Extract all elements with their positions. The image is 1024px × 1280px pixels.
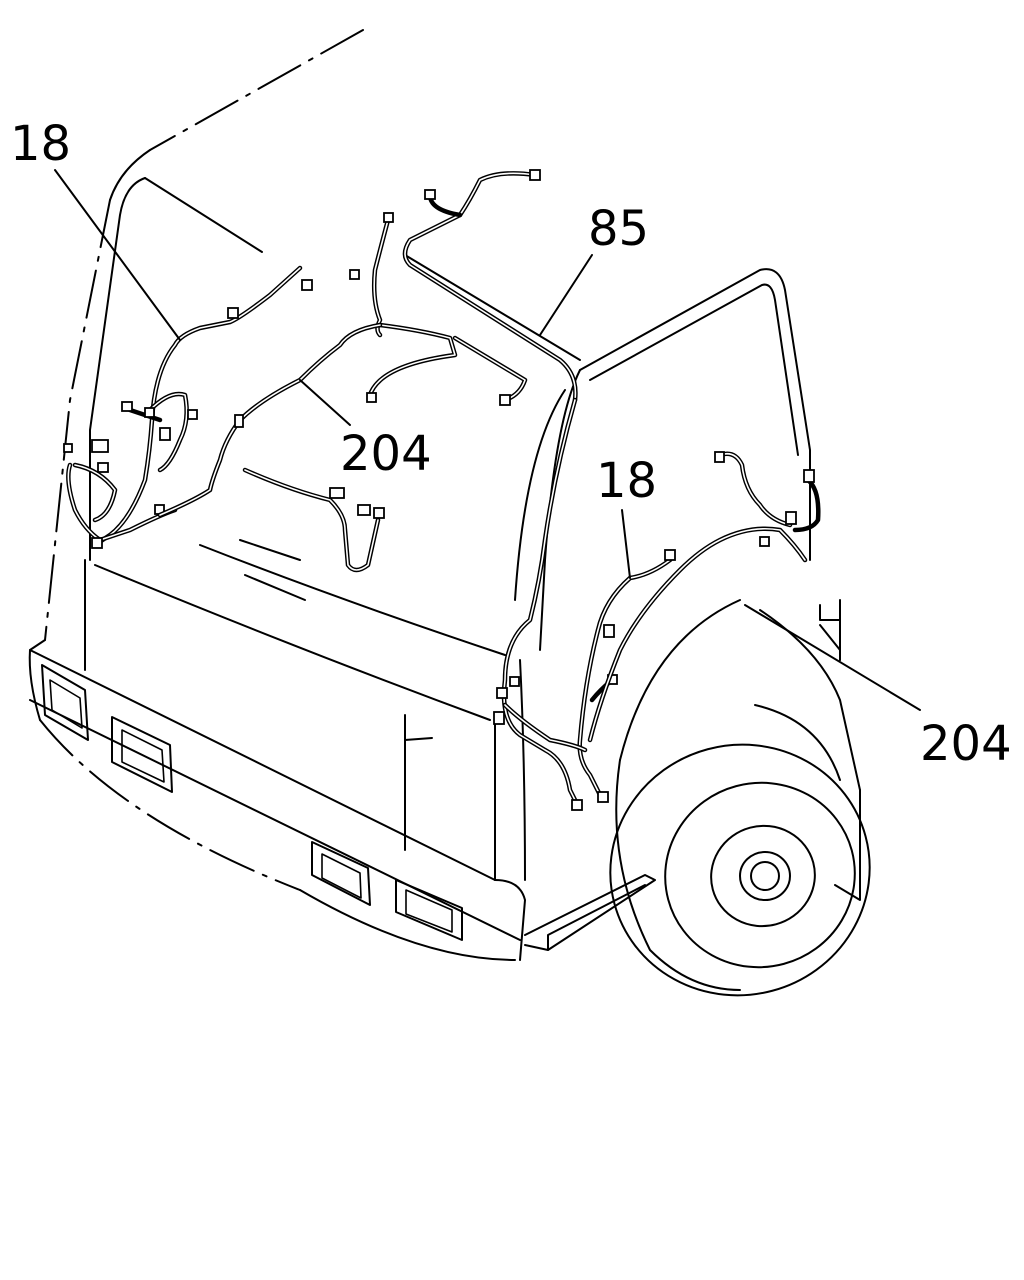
- harness-85-top: [349, 169, 578, 403]
- cab-body: [28, 29, 656, 961]
- cab-right-side: [404, 254, 861, 901]
- harness-204-right: [587, 526, 808, 743]
- leader-18-right: [621, 509, 631, 579]
- leader-lines: [54, 169, 921, 711]
- harness-204-center: [157, 322, 528, 573]
- leader-85: [539, 254, 593, 336]
- callout-18-left: 18: [10, 116, 71, 172]
- callout-18-right: 18: [596, 453, 657, 509]
- callout-labels: 18 85 204 18 204: [10, 116, 1012, 772]
- front-wheel: [609, 743, 871, 997]
- harness-18-right: [493, 397, 821, 811]
- leader-204-center: [299, 379, 351, 426]
- harness-18-left: [63, 265, 313, 549]
- leader-18-left: [54, 169, 181, 341]
- callout-204-center: 204: [340, 426, 432, 482]
- callout-85: 85: [588, 201, 649, 257]
- leader-204-right: [744, 604, 921, 711]
- callout-204-right: 204: [920, 716, 1012, 772]
